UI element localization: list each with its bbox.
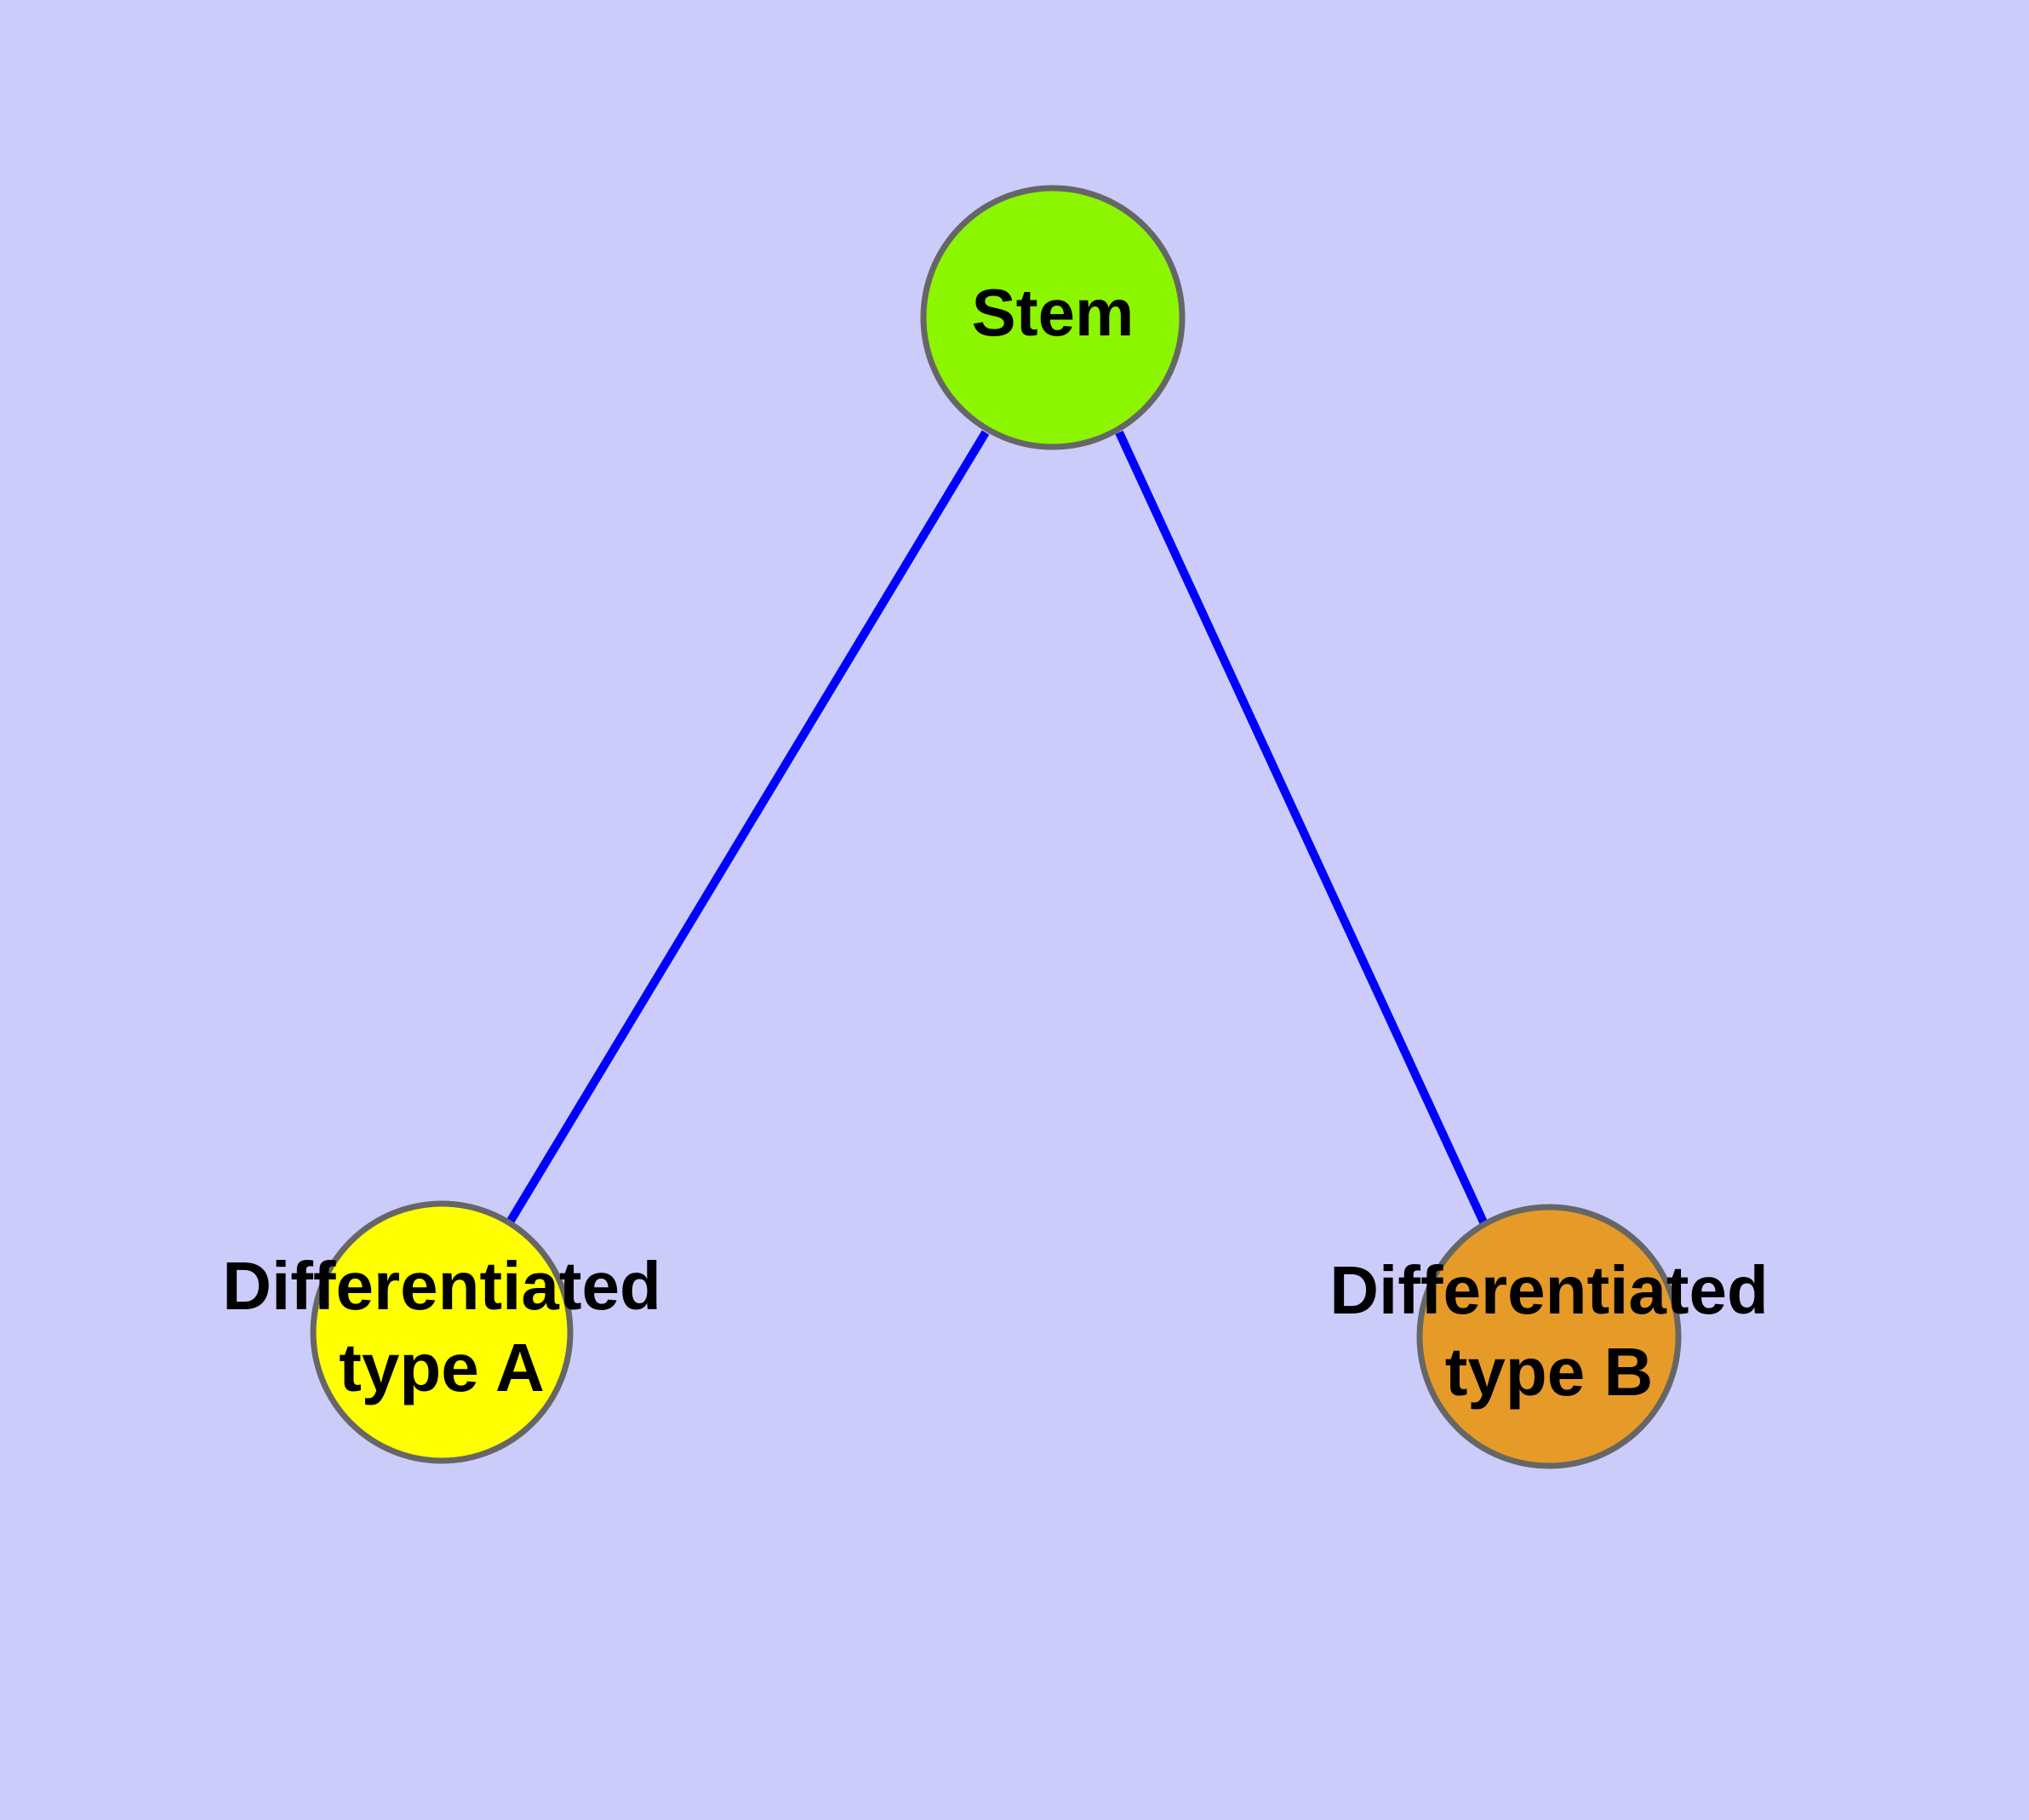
node-circle-diff-b[interactable] [1416,1204,1682,1469]
node-label-line: Stem [972,275,1135,350]
node-stem[interactable]: Stem [920,185,1186,450]
edge-stem-to-diff-a[interactable] [506,430,990,1223]
node-label-line: Differentiated [1329,1252,1769,1328]
node-circle-diff-a[interactable] [310,1200,574,1464]
node-label-line: type A [339,1330,545,1405]
node-label-line: Differentiated [222,1248,661,1324]
node-circle-stem[interactable] [920,185,1186,450]
node-label-line: type B [1445,1334,1654,1410]
edges-group [506,430,1489,1228]
edge-stem-to-diff-b[interactable] [1115,430,1489,1228]
node-label-stem: Stem [972,275,1135,350]
